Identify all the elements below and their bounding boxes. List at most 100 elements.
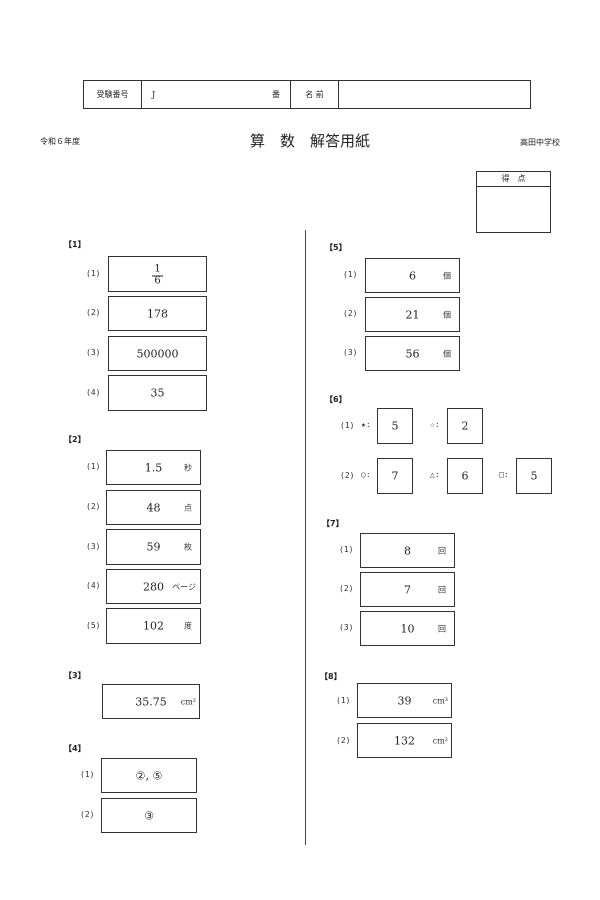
q2-5-label: (5) bbox=[86, 621, 101, 630]
answer-value: ②, ⑤ bbox=[135, 769, 163, 782]
answer-box-6-2-square[interactable]: 5 bbox=[516, 458, 552, 494]
answer-value: 178 bbox=[147, 307, 168, 320]
answer-box-6-2-circle[interactable]: 7 bbox=[377, 458, 413, 494]
score-box: 得 点 bbox=[476, 171, 551, 233]
q4-2-label: (2) bbox=[80, 810, 95, 819]
section-1-title: 【1】 bbox=[64, 240, 86, 249]
answer-value: 35 bbox=[150, 386, 165, 400]
answer-value: 10 bbox=[400, 622, 415, 635]
answer-value: 5 bbox=[530, 469, 538, 483]
answer-value: 500000 bbox=[136, 347, 179, 360]
answer-box-1-4[interactable]: 35 bbox=[108, 375, 207, 411]
q8-2-label: (2) bbox=[336, 736, 351, 745]
circle-symbol: ○: bbox=[361, 470, 371, 479]
answer-value: 7 bbox=[404, 583, 411, 596]
q7-3-label: (3) bbox=[339, 623, 354, 632]
q7-1-label: (1) bbox=[339, 545, 354, 554]
answer-value: 6 bbox=[409, 269, 416, 282]
q2-3-label: (3) bbox=[86, 542, 101, 551]
exam-number-field[interactable]: J 番 bbox=[142, 81, 291, 108]
answer-value: 56 bbox=[405, 347, 420, 360]
q2-2-label: (2) bbox=[86, 502, 101, 511]
answer-box-3[interactable]: 35.75 cm² bbox=[102, 684, 200, 719]
unit-label: 度 bbox=[184, 621, 192, 631]
section-7-title: 【7】 bbox=[322, 519, 344, 528]
unit-label: 秒 bbox=[184, 463, 192, 472]
answer-value: 1.5 bbox=[144, 461, 163, 474]
answer-value: 35.75 bbox=[135, 695, 167, 708]
unit-label: 回 bbox=[438, 585, 446, 594]
score-label: 得 点 bbox=[477, 172, 550, 187]
answer-box-5-3[interactable]: 56 個 bbox=[365, 336, 460, 371]
section-3-title: 【3】 bbox=[64, 671, 86, 680]
answer-box-1-3[interactable]: 500000 bbox=[108, 336, 207, 371]
answer-box-2-1[interactable]: 1.5 秒 bbox=[106, 450, 201, 485]
answer-value: 21 bbox=[405, 308, 420, 321]
answer-box-2-3[interactable]: 59 枚 bbox=[106, 529, 201, 565]
answer-value: 59 bbox=[146, 540, 161, 554]
answer-box-4-2[interactable]: ③ bbox=[101, 798, 197, 833]
section-8-title: 【8】 bbox=[320, 672, 342, 681]
unit-label: 回 bbox=[438, 624, 446, 633]
q5-1-label: (1) bbox=[343, 270, 358, 279]
answer-value: ③ bbox=[144, 809, 154, 822]
page-title: 算 数 解答用紙 bbox=[249, 132, 370, 150]
q4-1-label: (1) bbox=[80, 770, 95, 779]
answer-box-7-3[interactable]: 10 回 bbox=[360, 611, 455, 646]
answer-box-2-5[interactable]: 102 度 bbox=[106, 608, 201, 644]
unit-label: 回 bbox=[438, 546, 446, 555]
year-label: 令和６年度 bbox=[40, 137, 80, 146]
answer-box-4-1[interactable]: ②, ⑤ bbox=[101, 758, 197, 793]
answer-box-5-2[interactable]: 21 個 bbox=[365, 297, 460, 332]
q5-3-label: (3) bbox=[343, 348, 358, 357]
answer-box-2-4[interactable]: 280 ページ bbox=[106, 569, 201, 604]
answer-value: 8 bbox=[404, 544, 411, 557]
school-name: 高田中学校 bbox=[520, 138, 560, 147]
answer-value: 5 bbox=[391, 419, 399, 433]
square-symbol: □: bbox=[499, 470, 509, 479]
q1-1-label: (1) bbox=[86, 269, 101, 278]
answer-box-6-1-white-star[interactable]: 2 bbox=[447, 408, 483, 444]
q1-3-label: (3) bbox=[86, 348, 101, 357]
unit-label: 枚 bbox=[184, 542, 192, 552]
unit-label: 個 bbox=[443, 310, 451, 319]
answer-box-1-2[interactable]: 178 bbox=[108, 296, 207, 331]
exam-info-table: 受験番号 J 番 名 前 bbox=[83, 80, 531, 109]
q1-2-label: (2) bbox=[86, 308, 101, 317]
unit-label: ページ bbox=[172, 582, 196, 591]
section-6-title: 【6】 bbox=[325, 395, 347, 404]
q2-1-label: (1) bbox=[86, 462, 101, 471]
answer-value: 132 bbox=[394, 734, 415, 747]
answer-value: 102 bbox=[143, 619, 164, 633]
q2-4-label: (4) bbox=[86, 581, 101, 590]
exam-number-value: J bbox=[152, 90, 156, 99]
answer-value: 280 bbox=[143, 580, 164, 593]
name-label: 名 前 bbox=[291, 81, 339, 108]
section-4-title: 【4】 bbox=[64, 744, 86, 753]
column-divider bbox=[305, 230, 307, 845]
ban-label: 番 bbox=[272, 90, 280, 99]
q8-1-label: (1) bbox=[336, 696, 351, 705]
answer-box-6-1-black-star[interactable]: 5 bbox=[377, 408, 413, 444]
answer-box-6-2-triangle[interactable]: 6 bbox=[447, 458, 483, 494]
unit-label: 個 bbox=[443, 271, 451, 280]
unit-label: cm² bbox=[180, 697, 196, 706]
q6-1-label: (1) bbox=[340, 421, 355, 430]
answer-value: 48 bbox=[146, 501, 161, 514]
unit-label: 個 bbox=[443, 349, 451, 358]
section-5-title: 【5】 bbox=[325, 243, 347, 252]
answer-value: 7 bbox=[391, 469, 399, 483]
answer-value: 39 bbox=[397, 694, 412, 707]
name-field[interactable] bbox=[339, 81, 530, 108]
q1-4-label: (4) bbox=[86, 388, 101, 397]
q5-2-label: (2) bbox=[343, 309, 358, 318]
black-star-symbol: ★: bbox=[361, 420, 371, 429]
